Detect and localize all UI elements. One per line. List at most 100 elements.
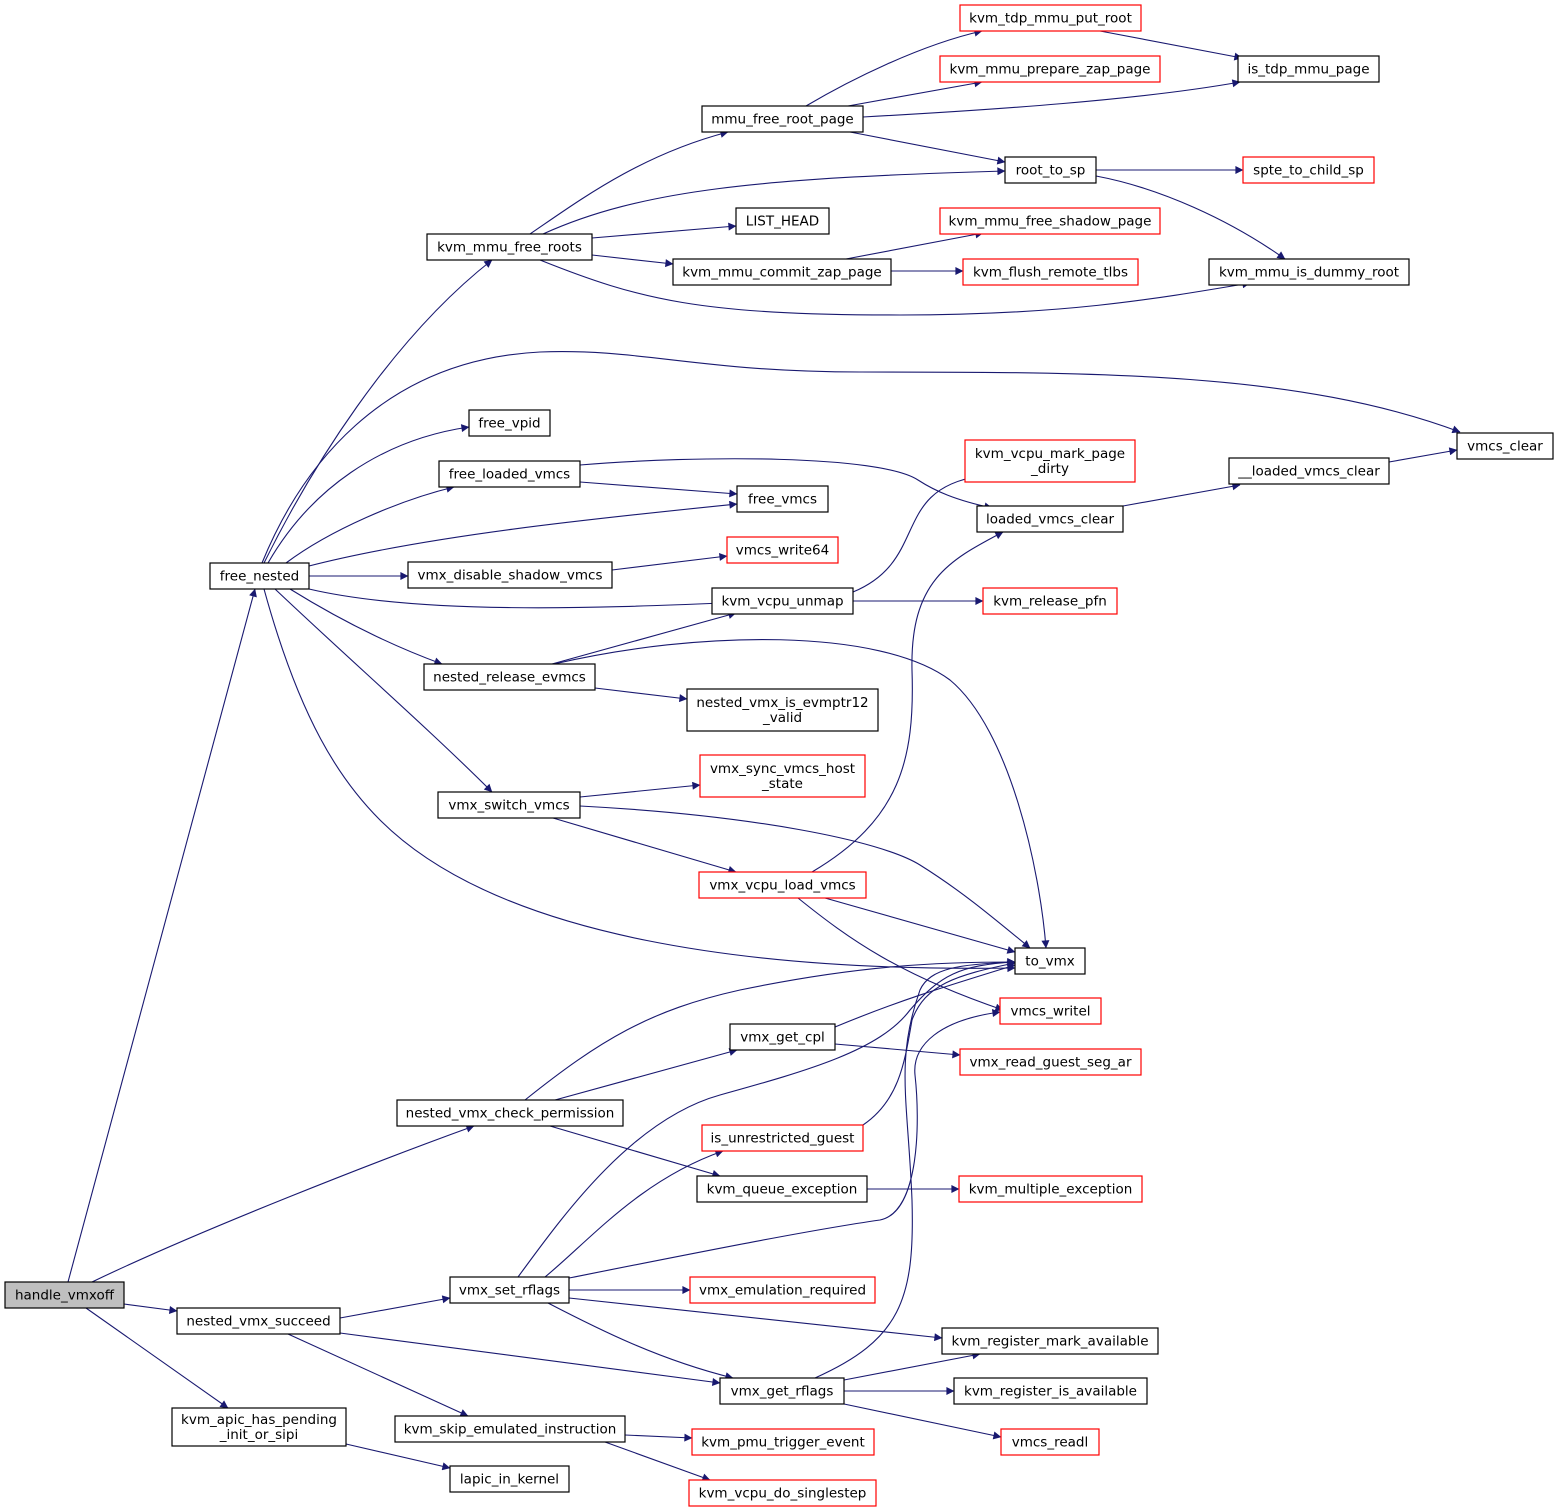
node-box bbox=[1004, 156, 1097, 184]
node-label: kvm_queue_exception bbox=[707, 1182, 858, 1198]
node-LIST-HEAD[interactable]: LIST_HEAD bbox=[735, 207, 830, 235]
node-box bbox=[959, 4, 1142, 32]
node-to-vmx[interactable]: to_vmx bbox=[1014, 947, 1086, 975]
node-label: kvm_register_is_available bbox=[964, 1384, 1137, 1400]
edge-line bbox=[544, 1149, 724, 1278]
node-box bbox=[1456, 432, 1554, 460]
node---loaded-vmcs-clear[interactable]: __loaded_vmcs_clear bbox=[1228, 457, 1390, 485]
node-handle-vmxoff[interactable]: handle_vmxoff bbox=[4, 1281, 125, 1309]
edge-line bbox=[308, 588, 724, 609]
node-spte-to-child-sp[interactable]: spte_to_child_sp bbox=[1242, 156, 1375, 184]
node-vmx-disable-shadow-vmcs[interactable]: vmx_disable_shadow_vmcs bbox=[407, 561, 613, 589]
node-vmcs-readl[interactable]: vmcs_readl bbox=[1000, 1428, 1100, 1456]
node-kvm-apic-has-pending-init-or-sipi[interactable]: kvm_apic_has_pending_init_or_sipi bbox=[171, 1407, 347, 1447]
edge-handle_vmxoff-to-kvm_apic_has_pending_init_or_sipi bbox=[85, 1307, 229, 1409]
node-free-vpid[interactable]: free_vpid bbox=[468, 409, 551, 437]
edge-nested_vmx_check_permission-to-to_vmx bbox=[524, 958, 1016, 1101]
edge-line bbox=[611, 552, 728, 571]
node-vmx-emulation-required[interactable]: vmx_emulation_required bbox=[689, 1276, 876, 1304]
node-box bbox=[468, 409, 551, 437]
node-root-to-sp[interactable]: root_to_sp bbox=[1004, 156, 1097, 184]
node-nested-vmx-succeed[interactable]: nested_vmx_succeed bbox=[176, 1307, 341, 1335]
edge-vmx_get_rflags-to-to_vmx bbox=[814, 958, 1016, 1379]
node-label: kvm_tdp_mmu_put_root bbox=[969, 11, 1132, 27]
edge-nested_vmx_check_permission-to-vmx_get_cpl bbox=[554, 1048, 738, 1101]
node-box bbox=[691, 1428, 875, 1456]
node-kvm-vcpu-mark-page-dirty[interactable]: kvm_vcpu_mark_page_dirty bbox=[964, 439, 1136, 483]
edge-mmu_free_root_page-to-root_to_sp bbox=[849, 131, 1006, 165]
node-kvm-vcpu-unmap[interactable]: kvm_vcpu_unmap bbox=[711, 587, 854, 615]
node-box bbox=[1000, 1428, 1100, 1456]
node-kvm-queue-exception[interactable]: kvm_queue_exception bbox=[696, 1175, 868, 1203]
node-free-vmcs[interactable]: free_vmcs bbox=[736, 485, 829, 513]
node-kvm-tdp-mmu-put-root[interactable]: kvm_tdp_mmu_put_root bbox=[959, 4, 1142, 32]
node-label: vmcs_readl bbox=[1012, 1435, 1089, 1451]
node-vmx-sync-vmcs-host-state[interactable]: vmx_sync_vmcs_host_state bbox=[699, 754, 866, 798]
edge-free_loaded_vmcs-to-loaded_vmcs_clear bbox=[579, 458, 993, 511]
node-loaded-vmcs-clear[interactable]: loaded_vmcs_clear bbox=[976, 505, 1124, 533]
node-kvm-mmu-is-dummy-root[interactable]: kvm_mmu_is_dummy_root bbox=[1208, 258, 1410, 286]
node-box bbox=[438, 460, 581, 488]
edge-line bbox=[547, 1302, 734, 1381]
node-mmu-free-root-page[interactable]: mmu_free_root_page bbox=[701, 105, 864, 133]
node-box bbox=[1228, 457, 1390, 485]
node-kvm-register-is-available[interactable]: kvm_register_is_available bbox=[953, 1377, 1148, 1405]
node-vmx-read-guest-seg-ar[interactable]: vmx_read_guest_seg_ar bbox=[959, 1048, 1142, 1076]
node-label: nested_vmx_check_permission bbox=[406, 1106, 615, 1122]
node-box bbox=[701, 1124, 864, 1152]
node-box bbox=[396, 1099, 624, 1127]
edge-line bbox=[123, 1303, 178, 1314]
node-kvm-release-pfn[interactable]: kvm_release_pfn bbox=[982, 587, 1118, 615]
node-kvm-register-mark-available[interactable]: kvm_register_mark_available bbox=[941, 1327, 1159, 1355]
node-box bbox=[426, 233, 593, 261]
edge-line bbox=[568, 1297, 943, 1342]
edge-root_to_sp-to-kvm_mmu_is_dummy_root bbox=[1095, 175, 1286, 260]
node-vmx-get-cpl[interactable]: vmx_get_cpl bbox=[729, 1023, 836, 1051]
edge-line bbox=[797, 897, 1004, 1012]
node-kvm-mmu-commit-zap-page[interactable]: kvm_mmu_commit_zap_page bbox=[672, 258, 892, 286]
node-vmcs-write64[interactable]: vmcs_write64 bbox=[726, 536, 839, 564]
edge-line bbox=[814, 958, 1016, 1379]
node-kvm-mmu-free-roots[interactable]: kvm_mmu_free_roots bbox=[426, 233, 593, 261]
node-vmcs-writel[interactable]: vmcs_writel bbox=[999, 997, 1102, 1025]
node-kvm-skip-emulated-instruction[interactable]: kvm_skip_emulated_instruction bbox=[394, 1415, 626, 1443]
node-box bbox=[437, 791, 581, 819]
edge-__loaded_vmcs_clear-to-vmcs_clear bbox=[1388, 447, 1458, 463]
node-free-loaded-vmcs[interactable]: free_loaded_vmcs bbox=[438, 460, 581, 488]
node-vmcs-clear[interactable]: vmcs_clear bbox=[1456, 432, 1554, 460]
node-vmx-set-rflags[interactable]: vmx_set_rflags bbox=[449, 1276, 570, 1304]
node-is-tdp-mmu-page[interactable]: is_tdp_mmu_page bbox=[1237, 55, 1380, 83]
edge-line bbox=[263, 588, 1016, 973]
edges-layer bbox=[67, 28, 1461, 1482]
node-kvm-mmu-prepare-zap-page[interactable]: kvm_mmu_prepare_zap_page bbox=[939, 55, 1161, 83]
edge-line bbox=[517, 958, 1016, 1278]
node-label: vmx_emulation_required bbox=[699, 1283, 866, 1299]
node-nested-vmx-check-permission[interactable]: nested_vmx_check_permission bbox=[396, 1099, 624, 1127]
node-free-nested[interactable]: free_nested bbox=[209, 562, 310, 590]
node-box bbox=[1208, 258, 1410, 286]
node-label: kvm_vcpu_unmap bbox=[721, 594, 843, 610]
node-kvm-flush-remote-tlbs[interactable]: kvm_flush_remote_tlbs bbox=[962, 258, 1139, 286]
node-label: vmx_vcpu_load_vmcs bbox=[709, 878, 855, 894]
node-kvm-multiple-exception[interactable]: kvm_multiple_exception bbox=[958, 1175, 1143, 1203]
edge-line bbox=[624, 1433, 693, 1442]
node-vmx-switch-vmcs[interactable]: vmx_switch_vmcs bbox=[437, 791, 581, 819]
node-is-unrestricted-guest[interactable]: is_unrestricted_guest bbox=[701, 1124, 864, 1152]
node-vmx-get-rflags[interactable]: vmx_get_rflags bbox=[719, 1377, 845, 1405]
node-label: mmu_free_root_page bbox=[711, 112, 854, 128]
edge-line bbox=[554, 1048, 738, 1101]
node-box bbox=[1237, 55, 1380, 83]
node-label: free_loaded_vmcs bbox=[449, 467, 570, 483]
edge-free_nested-to-to_vmx bbox=[263, 588, 1016, 973]
node-nested-release-evmcs[interactable]: nested_release_evmcs bbox=[423, 663, 596, 691]
edge-vmx_switch_vmcs-to-vmx_vcpu_load_vmcs bbox=[552, 817, 737, 874]
node-nested-vmx-is-evmptr12-valid[interactable]: nested_vmx_is_evmptr12_valid bbox=[686, 688, 879, 732]
node-vmx-vcpu-load-vmcs[interactable]: vmx_vcpu_load_vmcs bbox=[698, 871, 867, 899]
node-kvm-mmu-free-shadow-page[interactable]: kvm_mmu_free_shadow_page bbox=[939, 207, 1161, 235]
node-kvm-pmu-trigger-event[interactable]: kvm_pmu_trigger_event bbox=[691, 1428, 875, 1456]
edge-line bbox=[591, 254, 674, 268]
node-kvm-vcpu-do-singlestep[interactable]: kvm_vcpu_do_singlestep bbox=[688, 1479, 877, 1507]
edge-line bbox=[263, 259, 493, 564]
node-lapic-in-kernel[interactable]: lapic_in_kernel bbox=[449, 1465, 570, 1493]
node-label: loaded_vmcs_clear bbox=[986, 512, 1115, 528]
